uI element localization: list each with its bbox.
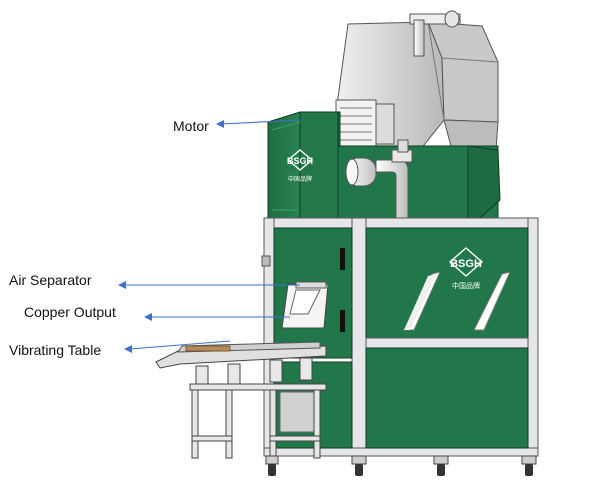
- top-pipe: [409, 10, 461, 57]
- air-pipe: [345, 139, 413, 221]
- logo-small-subtext: 中国品牌: [288, 175, 312, 183]
- main-cabinet: [263, 217, 539, 457]
- motor-arrow-head: [216, 120, 224, 128]
- side-latch: [261, 255, 271, 267]
- vibrating-table: [155, 341, 327, 459]
- vibrating-table-arrow-head: [124, 345, 132, 353]
- logo-main-text: BSGH: [450, 258, 482, 270]
- motor-arrow: [221, 119, 301, 125]
- logo-small: BSGH 中国品牌: [286, 149, 314, 183]
- vibrating-table-arrow: [129, 340, 231, 350]
- copper-output-arrow-head: [144, 313, 152, 321]
- vibrating-table-label: Vibrating Table: [9, 342, 102, 358]
- air-separator-arrow-head: [118, 281, 126, 289]
- leader-arrows: [118, 119, 301, 353]
- air-separator-label: Air Separator: [9, 272, 92, 288]
- motor-unit: [335, 99, 395, 149]
- copper-output-label: Copper Output: [24, 304, 116, 320]
- logo-main: BSGH 中国品牌: [448, 247, 484, 290]
- logo-small-text: BSGH: [287, 156, 313, 166]
- logo-main-subtext: 中国品牌: [452, 281, 480, 290]
- caster-wheels: [265, 455, 537, 476]
- copper-output-chute: [281, 281, 329, 329]
- motor-label: Motor: [173, 118, 209, 134]
- upper-green-housing: [267, 111, 501, 219]
